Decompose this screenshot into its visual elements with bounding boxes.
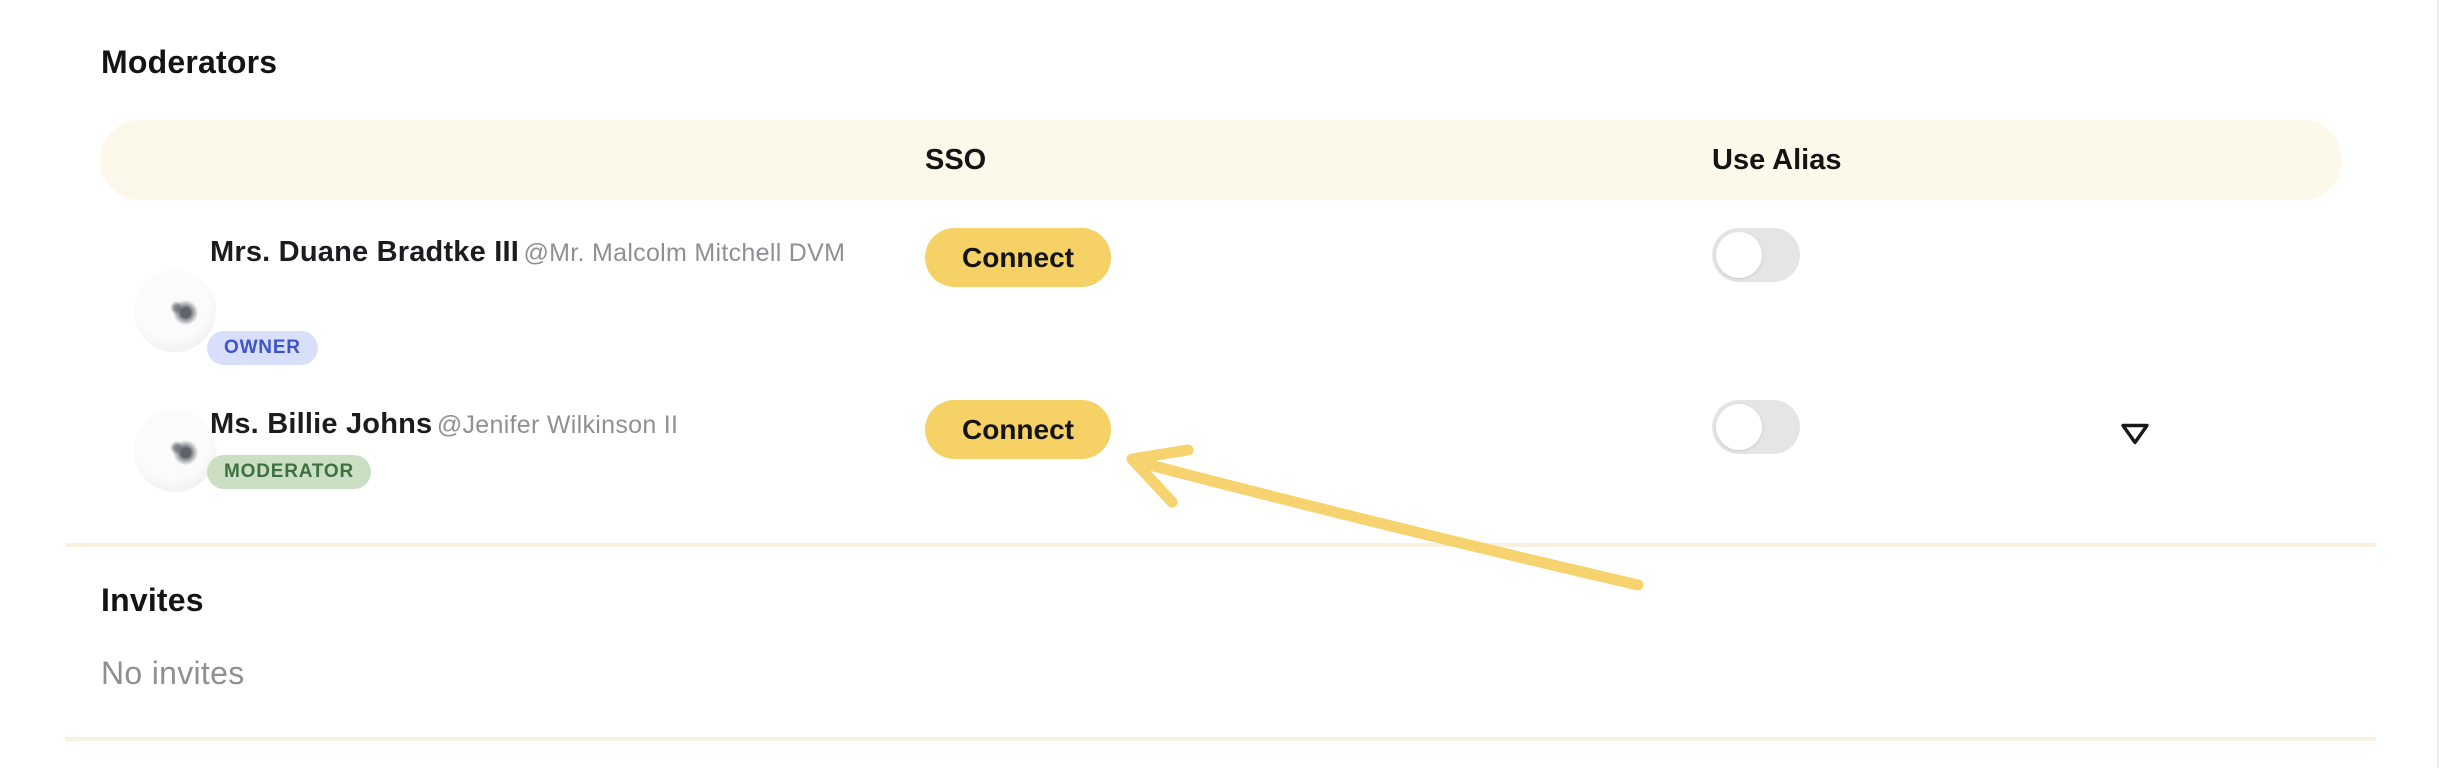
row-menu-button[interactable] [2116, 419, 2154, 449]
user-identity: Mrs. Duane Bradtke III @Mr. Malcolm Mitc… [210, 228, 905, 281]
user-identity: Ms. Billie Johns @Jenifer Wilkinson II [210, 400, 905, 453]
user-handle: @Mr. Malcolm Mitchell DVM [523, 239, 846, 267]
user-handle: @Jenifer Wilkinson II [436, 411, 679, 439]
column-header-sso: SSO [925, 144, 987, 176]
use-alias-toggle[interactable] [1712, 228, 1800, 282]
sso-connect-button[interactable]: Connect [925, 400, 1111, 459]
role-badge-owner: OWNER [207, 331, 318, 365]
toggle-knob [1716, 232, 1762, 278]
toggle-knob [1716, 404, 1762, 450]
column-header-use-alias: Use Alias [1712, 144, 1842, 176]
use-alias-toggle[interactable] [1712, 400, 1800, 454]
window-edge-line [2437, 0, 2439, 768]
triangle-down-icon [2121, 423, 2149, 445]
table-header-band [100, 120, 2342, 200]
section-divider [65, 543, 2376, 547]
sso-connect-button[interactable]: Connect [925, 228, 1111, 287]
user-name: Mrs. Duane Bradtke III [210, 236, 519, 268]
avatar [134, 410, 216, 492]
invites-section-title: Invites [101, 582, 204, 618]
section-divider [65, 737, 2376, 741]
role-badge-moderator: MODERATOR [207, 455, 371, 489]
user-name: Ms. Billie Johns [210, 408, 433, 440]
moderators-section-title: Moderators [101, 44, 278, 80]
no-invites-text: No invites [101, 655, 245, 691]
avatar [134, 270, 216, 352]
